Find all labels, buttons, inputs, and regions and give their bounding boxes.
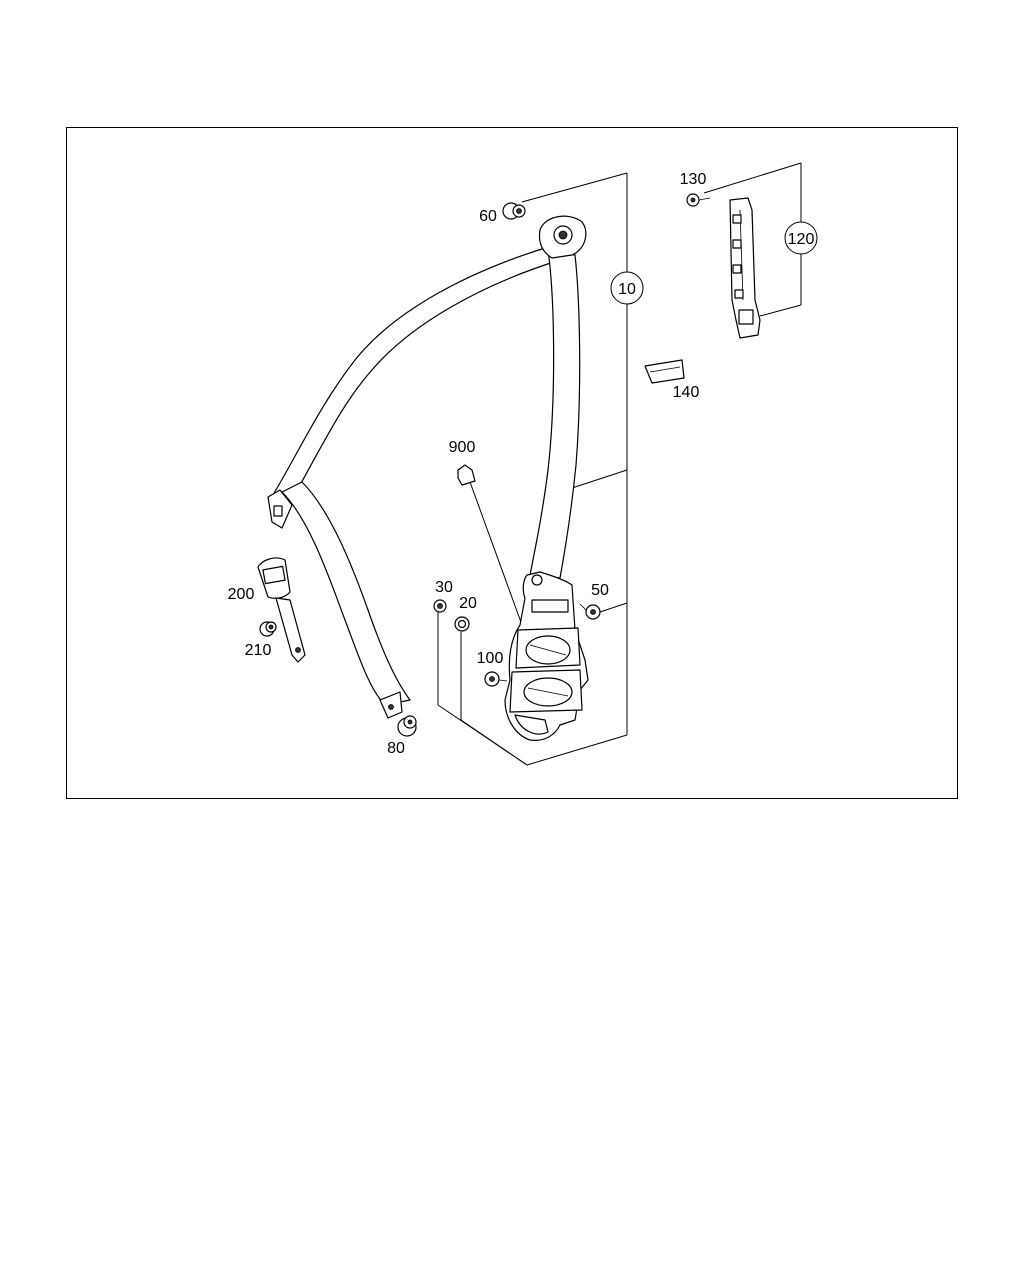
label-900: 900 bbox=[449, 439, 476, 456]
part-900-label bbox=[457, 464, 476, 486]
part-20-ring bbox=[454, 616, 470, 632]
callout-circle-120 bbox=[784, 221, 818, 255]
label-130: 130 bbox=[680, 171, 707, 188]
part-10-retractor bbox=[504, 571, 589, 741]
label-20: 20 bbox=[459, 595, 477, 612]
part-30-washer bbox=[433, 599, 447, 613]
seat-belt-webbing bbox=[269, 244, 581, 706]
shoulder-guide bbox=[538, 215, 587, 259]
part-210-bolt bbox=[259, 621, 277, 637]
label-210: 210 bbox=[245, 642, 272, 659]
label-120: 120 bbox=[788, 231, 815, 248]
part-120-height-adjuster bbox=[729, 197, 761, 339]
label-50: 50 bbox=[591, 582, 609, 599]
label-200: 200 bbox=[228, 586, 255, 603]
part-60-bolt bbox=[502, 202, 526, 220]
label-140: 140 bbox=[673, 384, 700, 401]
part-200-buckle bbox=[257, 557, 306, 663]
label-30: 30 bbox=[435, 579, 453, 596]
part-140-cover bbox=[644, 359, 685, 384]
part-50-bolt bbox=[579, 603, 601, 620]
label-100: 100 bbox=[477, 650, 504, 667]
lower-anchor bbox=[379, 691, 403, 719]
part-100-bolt bbox=[484, 671, 508, 687]
diagram-frame bbox=[66, 127, 958, 799]
belt-tongue bbox=[267, 489, 293, 529]
part-80-bolt bbox=[397, 715, 417, 737]
label-60: 60 bbox=[479, 208, 497, 225]
leader-lines bbox=[437, 162, 802, 766]
label-80: 80 bbox=[387, 740, 405, 757]
label-10: 10 bbox=[618, 281, 636, 298]
callout-circle-10 bbox=[610, 271, 644, 305]
part-130-screw bbox=[686, 193, 711, 207]
